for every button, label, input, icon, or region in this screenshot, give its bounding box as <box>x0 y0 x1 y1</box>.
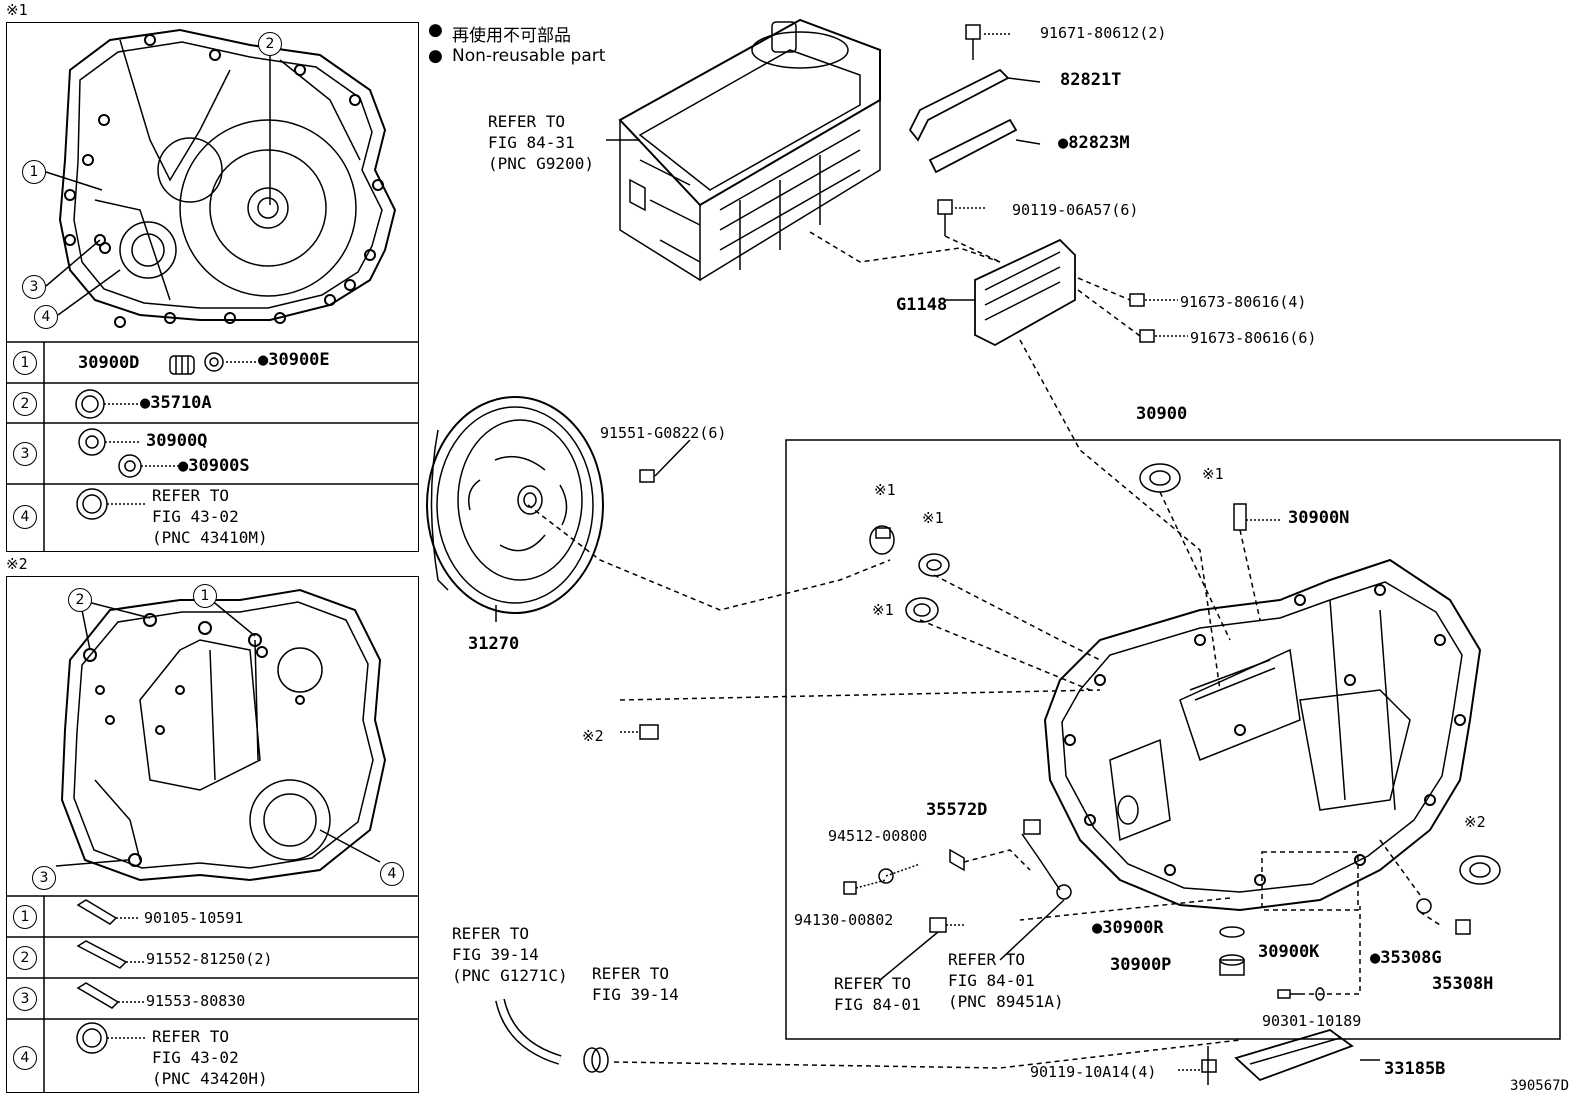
part-35572D[interactable]: 35572D <box>926 800 988 820</box>
legend-non-reusable: Non-reusable part <box>452 46 606 66</box>
part-30900N[interactable]: 30900N <box>1288 508 1350 528</box>
part-35308G[interactable]: ●35308G <box>1370 948 1442 968</box>
panel1-callout-3: 3 <box>22 275 46 299</box>
refer-fig-39-14-a[interactable]: REFER TO FIG 39-14 (PNC G1271C) <box>452 924 568 985</box>
note1-mark-seal-c: ※1 <box>922 509 944 527</box>
panel1-row-num-1: 1 <box>13 351 37 375</box>
part-30900E[interactable]: ●30900E <box>258 350 330 370</box>
part-33185B[interactable]: 33185B <box>1384 1059 1446 1079</box>
note2-mark-seal: ※2 <box>1464 813 1486 831</box>
panel2-refer-fig-43-02[interactable]: REFER TO FIG 43-02 (PNC 43420H) <box>152 1027 268 1088</box>
panel2-row-num-1: 1 <box>13 905 37 929</box>
panel1-callout-1: 1 <box>22 160 46 184</box>
panel1-row-num-3: 3 <box>13 442 37 466</box>
panel2-callout-4: 4 <box>380 862 404 886</box>
legend-japanese: 再使用不可部品 <box>452 26 571 46</box>
panel1-row-num-2: 2 <box>13 392 37 416</box>
part-30900S[interactable]: ●30900S <box>178 456 250 476</box>
part-30900R[interactable]: ●30900R <box>1092 918 1164 938</box>
note2-mark: ※2 <box>6 555 28 573</box>
refer-fig-84-31[interactable]: REFER TO FIG 84-31 (PNC G9200) <box>488 112 594 173</box>
note2-mark-bolt: ※2 <box>582 727 604 745</box>
part-94512-00800[interactable]: 94512-00800 <box>828 827 928 845</box>
transaxle-case-view-2 <box>55 588 387 882</box>
part-31270[interactable]: 31270 <box>468 634 520 654</box>
transaxle-case-view-1 <box>45 28 397 328</box>
g1148-component <box>974 238 1155 347</box>
part-91671-80612[interactable]: 91671-80612(2) <box>1040 24 1167 42</box>
part-30900[interactable]: 30900 <box>1136 404 1188 424</box>
legend-bullet-2: ● <box>428 46 443 66</box>
legend-bullet-1: ● <box>428 20 443 40</box>
part-35710A[interactable]: ●35710A <box>140 393 212 413</box>
part-30900P[interactable]: 30900P <box>1110 955 1172 975</box>
panel2-row-num-3: 3 <box>13 987 37 1011</box>
panel1-refer-fig-43-02[interactable]: REFER TO FIG 43-02 (PNC 43410M) <box>152 486 268 547</box>
part-90119-06A57[interactable]: 90119-06A57(6) <box>1012 201 1139 219</box>
part-91673-80616-6[interactable]: 91673-80616(6) <box>1190 329 1317 347</box>
damper-disc <box>426 396 604 614</box>
part-91673-80616-4[interactable]: 91673-80616(4) <box>1180 293 1307 311</box>
panel-note1 <box>6 22 419 552</box>
part-91551-G0822[interactable]: 91551-G0822(6) <box>600 424 727 442</box>
part-82821T[interactable]: 82821T <box>1060 70 1122 90</box>
part-30900Q[interactable]: 30900Q <box>146 431 208 451</box>
inverter-assembly <box>618 18 881 282</box>
part-35308H[interactable]: 35308H <box>1432 974 1494 994</box>
panel1-row-num-4: 4 <box>13 505 37 529</box>
part-90301-10189[interactable]: 90301-10189 <box>1262 1012 1362 1030</box>
part-90119-10A14[interactable]: 90119-10A14(4) <box>1030 1063 1157 1081</box>
refer-fig-84-01-b[interactable]: REFER TO FIG 84-01 (PNC 89451A) <box>948 950 1064 1011</box>
part-90105-10591[interactable]: 90105-10591 <box>144 909 244 927</box>
panel2-row-num-4: 4 <box>13 1046 37 1070</box>
refer-fig-39-14-b[interactable]: REFER TO FIG 39-14 <box>592 964 679 1004</box>
part-30900D[interactable]: 30900D <box>78 353 140 373</box>
part-G1148[interactable]: G1148 <box>896 295 948 315</box>
hybrid-transaxle <box>1043 558 1482 912</box>
note1-mark: ※1 <box>6 1 28 19</box>
part-82823M[interactable]: ●82823M <box>1058 133 1130 153</box>
panel1-callout-2: 2 <box>258 32 282 56</box>
note1-mark-seal-a: ※1 <box>1202 465 1224 483</box>
part-94130-00802[interactable]: 94130-00802 <box>794 911 894 929</box>
panel-note2 <box>6 576 419 1093</box>
panel2-callout-2: 2 <box>68 588 92 612</box>
illustration-id: 390567D <box>1510 1078 1570 1094</box>
panel2-callout-1: 1 <box>193 584 217 608</box>
refer-fig-84-01-a[interactable]: REFER TO FIG 84-01 <box>834 974 921 1014</box>
part-91553-80830[interactable]: 91553-80830 <box>146 992 246 1010</box>
panel2-callout-3: 3 <box>32 866 56 890</box>
part-30900K[interactable]: 30900K <box>1258 942 1320 962</box>
note1-mark-seal-b: ※1 <box>874 481 896 499</box>
part-91552-81250[interactable]: 91552-81250(2) <box>146 950 273 968</box>
panel2-row-num-2: 2 <box>13 946 37 970</box>
note1-mark-seal-d: ※1 <box>872 601 894 619</box>
panel1-callout-4: 4 <box>34 305 58 329</box>
